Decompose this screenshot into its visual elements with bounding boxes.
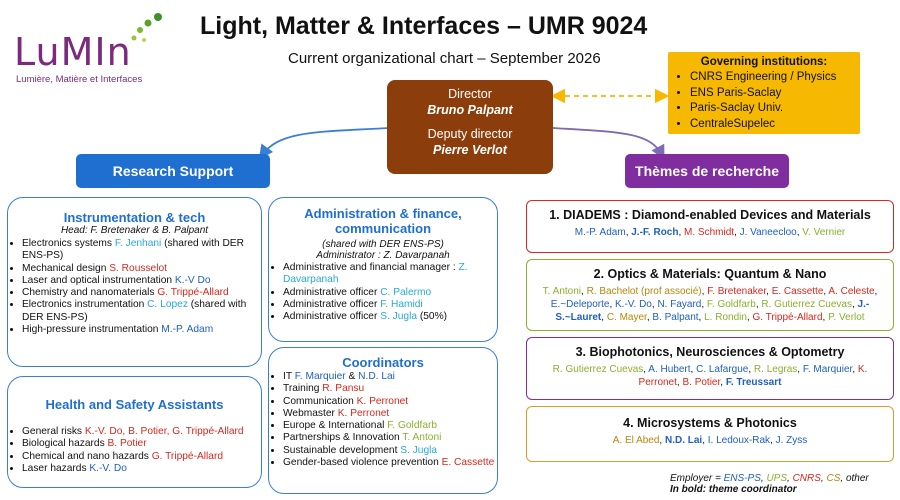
theme-people: R. Gutierrez Cuevas, A. Hubert, C. Lafar… bbox=[552, 364, 868, 388]
administration-box: Administration & finance, communication … bbox=[268, 197, 498, 342]
list-item: Laser and optical instrumentation K.-V D… bbox=[22, 275, 261, 287]
theme-title: 4. Microsystems & Photonics bbox=[623, 416, 797, 430]
theme-people: M.-P. Adam, J.-F. Roch, M. Schmidt, J. V… bbox=[574, 227, 846, 238]
theme-people: A. El Abed, N.D. Lai, I. Ledoux-Rak, J. … bbox=[612, 435, 808, 446]
theme-title: 2. Optics & Materials: Quantum & Nano bbox=[593, 267, 827, 281]
lumin-logo: LuMIn Lumière, Matière et Interfaces bbox=[12, 13, 172, 90]
director-label: Director bbox=[448, 87, 492, 101]
governing-item: Paris-Saclay Univ. bbox=[690, 101, 860, 117]
list-item: Gender-based violence prevention E. Cass… bbox=[283, 457, 497, 469]
theme-box-diadems: 1. DIADEMS : Diamond-enabled Devices and… bbox=[526, 200, 894, 253]
instrumentation-title: Instrumentation & tech bbox=[63, 210, 206, 225]
governing-list: CNRS Engineering / Physics ENS Paris-Sac… bbox=[668, 70, 860, 132]
theme-title: 1. DIADEMS : Diamond-enabled Devices and… bbox=[549, 208, 871, 222]
administration-shared: (shared with DER ENS-PS) bbox=[322, 239, 444, 250]
list-item: Electronics systems F. Jenhani (shared w… bbox=[22, 238, 261, 263]
list-item: IT F. Marquier & N.D. Lai bbox=[283, 371, 497, 383]
logo-tagline: Lumière, Matière et Interfaces bbox=[16, 74, 143, 85]
employer-legend: Employer = ENS-PS, UPS, CNRS, CS, other … bbox=[670, 473, 895, 495]
page-title: Light, Matter & Interfaces – UMR 9024 bbox=[200, 12, 648, 40]
connector-director-research-support bbox=[258, 127, 389, 160]
list-item: Sustainable development S. Jugla bbox=[283, 445, 497, 457]
coordinators-box: Coordinators IT F. Marquier & N.D. Lai T… bbox=[268, 347, 498, 494]
coordinators-title: Coordinators bbox=[342, 355, 424, 370]
list-item: Laser hazards K.-V. Do bbox=[22, 463, 261, 475]
list-item: Chemistry and nanomaterials G. Trippé-Al… bbox=[22, 287, 261, 299]
themes-header: Thèmes de recherche bbox=[625, 154, 789, 188]
instrumentation-head: Head: F. Bretenaker & B. Palpant bbox=[60, 225, 209, 236]
instrumentation-box: Instrumentation & tech Head: F. Bretenak… bbox=[7, 197, 262, 367]
theme-box-microsystems: 4. Microsystems & Photonics A. El Abed, … bbox=[526, 406, 894, 462]
page-subtitle: Current organizational chart – September… bbox=[288, 50, 601, 67]
list-item: Training R. Pansu bbox=[283, 383, 497, 395]
theme-box-biophotonics: 3. Biophotonics, Neurosciences & Optomet… bbox=[526, 337, 894, 400]
list-item: Partnerships & Innovation T. Antoni bbox=[283, 432, 497, 444]
list-item: Biological hazards B. Potier bbox=[22, 438, 261, 450]
deputy-name: Pierre Verlot bbox=[433, 143, 507, 157]
list-item: General risks K.-V. Do, B. Potier, G. Tr… bbox=[22, 426, 261, 438]
list-item: Administrative officer F. Hamidi bbox=[283, 299, 497, 311]
list-item: High-pressure instrumentation M.-P. Adam bbox=[22, 324, 261, 336]
governing-heading: Governing institutions: bbox=[700, 56, 828, 68]
list-item: Europe & International F. Goldfarb bbox=[283, 420, 497, 432]
logo-dots-icon bbox=[131, 13, 162, 42]
list-item: Mechanical design S. Rousselot bbox=[22, 263, 261, 275]
governing-institutions-box: Governing institutions: CNRS Engineering… bbox=[668, 52, 860, 134]
list-item: Webmaster K. Perronet bbox=[283, 408, 497, 420]
theme-box-optics: 2. Optics & Materials: Quantum & Nano T.… bbox=[526, 259, 894, 331]
administration-title: Administration & finance, communication bbox=[304, 206, 462, 236]
governing-item: CentraleSupelec bbox=[690, 117, 860, 133]
legend-employer-line: Employer = ENS-PS, UPS, CNRS, CS, other bbox=[670, 473, 869, 484]
connector-director-themes bbox=[552, 127, 665, 160]
list-item: Communication K. Perronet bbox=[283, 396, 497, 408]
legend-bold-note: In bold: theme coordinator bbox=[670, 484, 797, 495]
theme-title: 3. Biophotonics, Neurosciences & Optomet… bbox=[575, 345, 845, 359]
health-title: Health and Safety Assistants bbox=[45, 397, 224, 412]
research-support-header: Research Support bbox=[76, 154, 270, 188]
logo-wordmark: LuMIn bbox=[14, 30, 132, 74]
health-safety-box: Health and Safety Assistants General ris… bbox=[7, 376, 262, 488]
list-item: Administrative and financial manager : Z… bbox=[283, 262, 497, 287]
director-name: Bruno Palpant bbox=[427, 103, 513, 117]
governing-item: CNRS Engineering / Physics bbox=[690, 70, 860, 86]
list-item: Administrative officer C. Palermo bbox=[283, 287, 497, 299]
list-item: Chemical and nano hazards G. Trippé-Alla… bbox=[22, 451, 261, 463]
list-item: Administrative officer S. Jugla (50%) bbox=[283, 311, 497, 323]
list-item: Electronics instrumentation C. Lopez (sh… bbox=[22, 299, 261, 324]
theme-people: T. Antoni, R. Bachelot (prof associé), F… bbox=[542, 286, 878, 323]
governing-item: ENS Paris-Saclay bbox=[690, 86, 860, 102]
deputy-label: Deputy director bbox=[427, 127, 513, 141]
administration-admin: Administrator : Z. Davarpanah bbox=[316, 250, 450, 261]
director-box: Director Bruno Palpant Deputy director P… bbox=[387, 80, 553, 174]
